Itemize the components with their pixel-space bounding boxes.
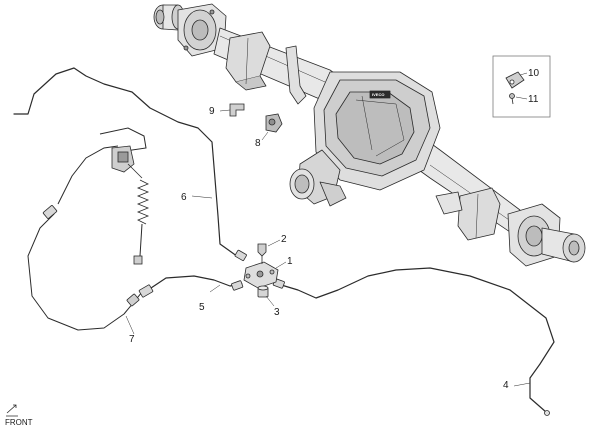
brake-lines (13, 67, 555, 416)
leader-lines (125, 195, 531, 387)
differential-housing: IVECO (313, 71, 441, 191)
brake-hose-7 (27, 213, 143, 331)
callout-8: 8 (255, 138, 261, 149)
callout-5: 5 (199, 302, 205, 313)
callout-9: 9 (209, 106, 215, 117)
left-spring-seat (225, 31, 271, 91)
connector-part-8 (265, 113, 283, 133)
pipe-fittings (42, 205, 285, 307)
valve-spring (136, 179, 150, 225)
front-indicator: FRONT (5, 404, 33, 427)
callout-7: 7 (129, 334, 135, 345)
housing-badge (369, 90, 391, 99)
front-arrow-icon (6, 404, 18, 417)
callout-3: 3 (274, 307, 280, 318)
inset-detail-box (492, 55, 551, 118)
brake-pipe-5 (147, 275, 243, 291)
brake-junction-part-1 (243, 261, 279, 289)
brake-pipe-4 (277, 267, 555, 413)
retainer-clip-part-9 (229, 103, 245, 117)
callout-2: 2 (281, 234, 287, 245)
load-sensing-valve (57, 127, 150, 265)
callout-labels: 1 2 3 4 5 6 7 8 9 10 11 (129, 68, 540, 391)
rear-axle-assembly: IVECO (153, 3, 586, 267)
axle-bracket (285, 45, 307, 105)
housing-badge-text: IVECO (372, 92, 384, 97)
plug-part-3 (257, 285, 269, 298)
brake-pipe-6 (13, 67, 241, 259)
bleed-screw-part-2 (257, 243, 267, 264)
callout-1: 1 (287, 256, 293, 267)
right-axle-shaft-end (541, 227, 586, 263)
callout-6: 6 (181, 192, 187, 203)
front-label: FRONT (5, 418, 33, 427)
callout-10: 10 (528, 68, 540, 79)
right-spring-seat (435, 187, 501, 241)
screw-part-11 (509, 93, 515, 105)
callout-4: 4 (503, 380, 509, 391)
clip-part-10 (505, 71, 525, 89)
pinion-flange (289, 149, 347, 207)
callout-11: 11 (528, 94, 539, 105)
